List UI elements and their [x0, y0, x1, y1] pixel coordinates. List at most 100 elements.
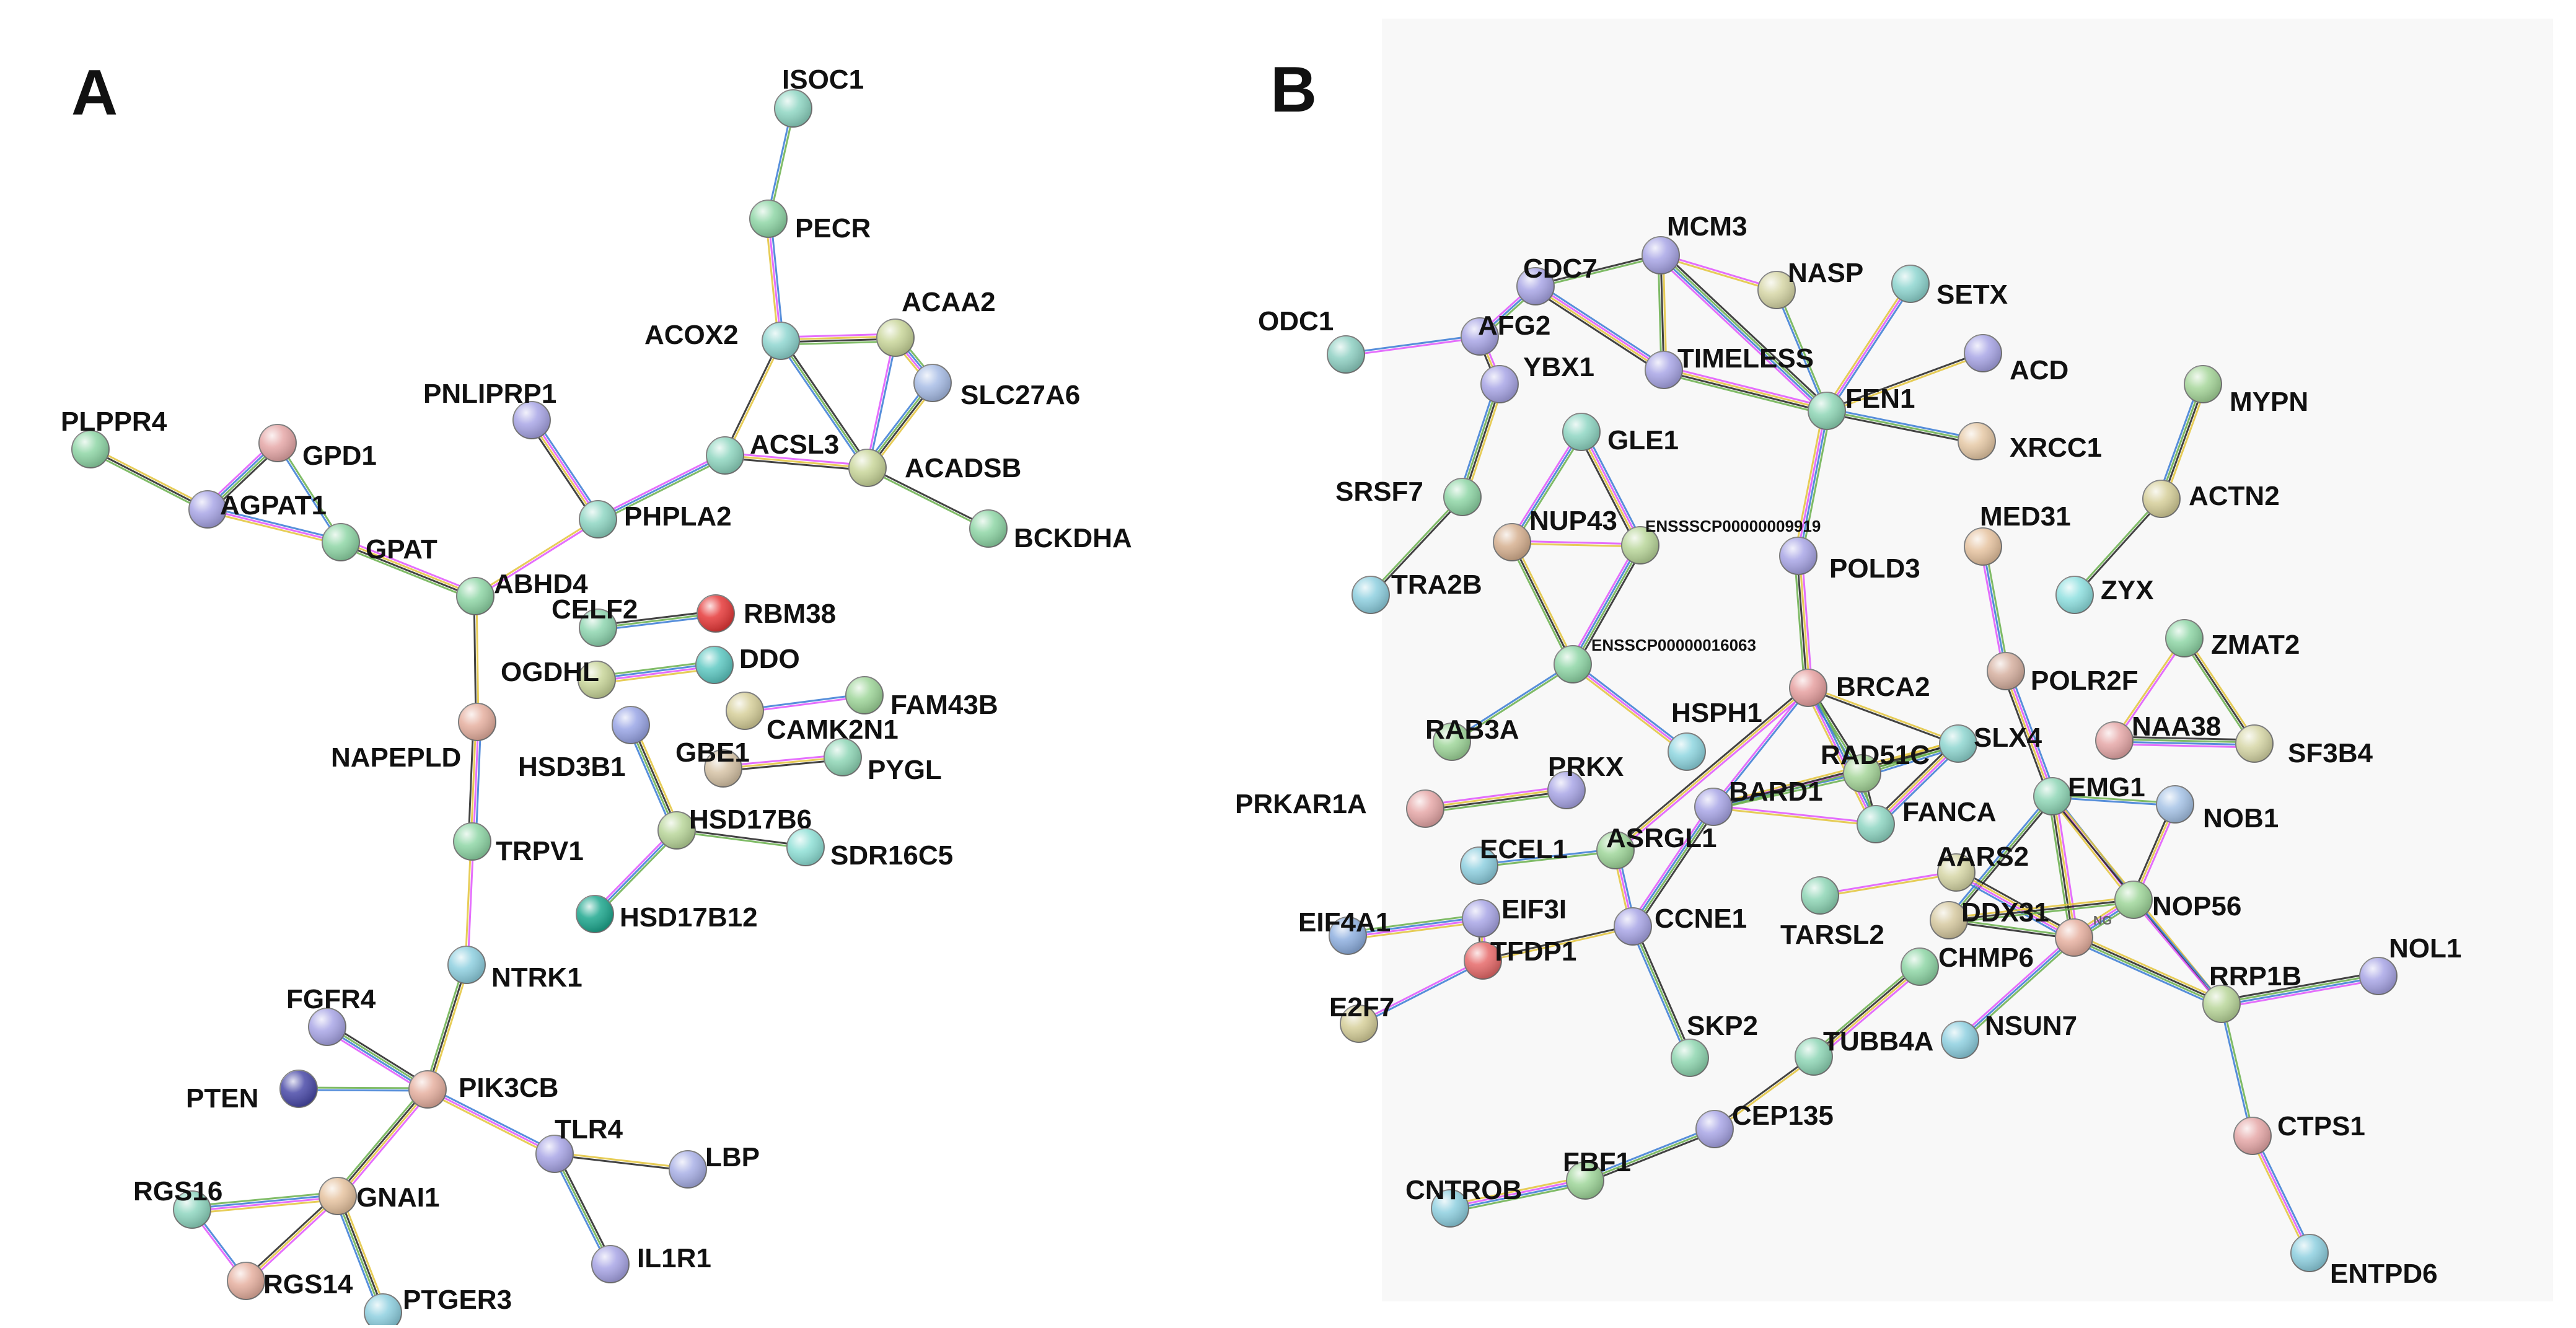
node-BCKDHA[interactable]: BCKDHA — [969, 509, 1132, 553]
node-PRKX[interactable]: PRKX — [1547, 752, 1624, 809]
node-FAM43B[interactable]: FAM43B — [845, 676, 998, 720]
node-EIF3I[interactable]: EIF3I — [1462, 894, 1567, 938]
node-ZMAT2[interactable]: ZMAT2 — [2165, 619, 2300, 660]
node-ACD[interactable]: ACD — [1964, 334, 2068, 385]
node-ECEL1[interactable]: ECEL1 — [1460, 834, 1568, 885]
node-NUP43[interactable]: NUP43 — [1493, 506, 1617, 561]
node-NOB1[interactable]: NOB1 — [2156, 785, 2279, 833]
node-MYPN[interactable]: MYPN — [2184, 365, 2308, 417]
node-SDR16C5[interactable]: SDR16C5 — [786, 828, 953, 871]
node-HSD3B1[interactable]: HSD3B1 — [518, 706, 650, 782]
node-XRCC1[interactable]: XRCC1 — [1958, 422, 2102, 463]
node-GLE1[interactable]: GLE1 — [1562, 413, 1679, 455]
node-NASP[interactable]: NASP — [1757, 258, 1863, 309]
node-CDC7[interactable]: CDC7 — [1516, 253, 1598, 306]
node-AGPAT1[interactable]: AGPAT1 — [188, 490, 327, 529]
node-ACSL3[interactable]: ACSL3 — [706, 429, 839, 475]
node-YBX1[interactable]: YBX1 — [1480, 352, 1594, 403]
node-PRKAR1A[interactable]: PRKAR1A — [1235, 789, 1444, 828]
node-SETX[interactable]: SETX — [1891, 265, 2008, 310]
node-RAB3A[interactable]: RAB3A — [1425, 715, 1519, 761]
node-MCM3[interactable]: MCM3 — [1642, 211, 1747, 275]
node-MED31[interactable]: MED31 — [1964, 501, 2071, 566]
node-OGDHL[interactable]: OGDHL — [501, 657, 616, 699]
node-AFG2[interactable]: AFG2 — [1461, 310, 1550, 356]
node-TUBB4A[interactable]: TUBB4A — [1795, 1026, 1933, 1076]
node-PIK3CB[interactable]: PIK3CB — [408, 1070, 558, 1109]
node-ACOX2[interactable]: ACOX2 — [644, 320, 800, 360]
node-PHPLA2[interactable]: PHPLA2 — [579, 500, 732, 539]
node-CELF2[interactable]: CELF2 — [552, 594, 638, 647]
node-POLR2F[interactable]: POLR2F — [1987, 652, 2139, 696]
node-E2F7[interactable]: E2F7 — [1329, 992, 1394, 1043]
node-TARSL2[interactable]: TARSL2 — [1780, 876, 1884, 950]
node-RBM38[interactable]: RBM38 — [697, 594, 836, 633]
node-PNLIPRP1[interactable]: PNLIPRP1 — [423, 379, 556, 439]
node-ISOC1[interactable]: ISOC1 — [774, 64, 864, 128]
node-DDX31[interactable]: DDX31 — [1930, 897, 2049, 939]
node-TLR4[interactable]: TLR4 — [535, 1114, 623, 1173]
node-AARS2[interactable]: AARS2 — [1936, 842, 2029, 892]
node-ODC1[interactable]: ODC1 — [1258, 306, 1365, 374]
node-CNTROB[interactable]: CNTROB — [1405, 1175, 1522, 1228]
node-SRSF7[interactable]: SRSF7 — [1335, 477, 1482, 516]
node-ABHD4[interactable]: ABHD4 — [456, 569, 588, 615]
node-BRCA2[interactable]: BRCA2 — [1789, 669, 1930, 707]
node-CEP135[interactable]: CEP135 — [1695, 1101, 1834, 1148]
node-EIF4A1[interactable]: EIF4A1 — [1298, 907, 1391, 955]
node-IL1R1[interactable]: IL1R1 — [591, 1243, 711, 1283]
node-SLX4[interactable]: SLX4 — [1939, 723, 2042, 763]
node-ENSSSCP00000009919[interactable]: ENSSSCP00000009919 — [1621, 517, 1821, 565]
node-TFDP1[interactable]: TFDP1 — [1464, 936, 1576, 980]
node-RGS14[interactable]: RGS14 — [227, 1262, 353, 1300]
node-FEN1[interactable]: FEN1 — [1808, 384, 1915, 430]
node-ENSSCP00000016063[interactable]: ENSSCP00000016063 — [1554, 636, 1756, 684]
node-DDO[interactable]: DDO — [695, 644, 800, 684]
node-CTPS1[interactable]: CTPS1 — [2233, 1111, 2365, 1155]
node-NAA38[interactable]: NAA38 — [2095, 711, 2221, 760]
node-NAPEPLD[interactable]: NAPEPLD — [331, 703, 496, 773]
node-FGFR4[interactable]: FGFR4 — [286, 984, 376, 1046]
node-PYGL[interactable]: PYGL — [824, 738, 942, 785]
node-SLC27A6[interactable]: SLC27A6 — [913, 364, 1080, 410]
node-ACTN2[interactable]: ACTN2 — [2142, 480, 2280, 518]
node-GBE1[interactable]: GBE1 — [675, 737, 750, 788]
node-PECR[interactable]: PECR — [749, 200, 871, 244]
node-ENTPD6[interactable]: ENTPD6 — [2290, 1234, 2438, 1289]
node-GPD1[interactable]: GPD1 — [258, 424, 377, 471]
node-ACAA2[interactable]: ACAA2 — [876, 287, 996, 357]
node-LBP[interactable]: LBP — [669, 1142, 760, 1189]
node-POLD3[interactable]: POLD3 — [1779, 537, 1920, 584]
node-NOL1[interactable]: NOL1 — [2359, 933, 2461, 995]
node-BARD1[interactable]: BARD1 — [1694, 776, 1823, 826]
node-TRA2B[interactable]: TRA2B — [1352, 569, 1482, 614]
node-RRP1B[interactable]: RRP1B — [2202, 961, 2301, 1023]
node-FBF1[interactable]: FBF1 — [1563, 1147, 1631, 1200]
node-ZYX[interactable]: ZYX — [2055, 575, 2154, 614]
node-GNAI1[interactable]: GNAI1 — [319, 1177, 439, 1215]
node-PTGER3[interactable]: PTGER3 — [364, 1285, 512, 1328]
node-NSUN7[interactable]: NSUN7 — [1941, 1011, 2077, 1059]
node-NTRK1[interactable]: NTRK1 — [447, 946, 582, 993]
node-TIMELESS[interactable]: TIMELESS — [1645, 343, 1814, 389]
node-ASRGL1[interactable]: ASRGL1 — [1596, 823, 1717, 869]
node-PTEN[interactable]: PTEN — [186, 1070, 318, 1114]
node-RAD51C[interactable]: RAD51C — [1821, 740, 1930, 793]
node-HSD17B6[interactable]: HSD17B6 — [657, 804, 812, 850]
node-FANCA[interactable]: FANCA — [1857, 797, 1997, 843]
node-CCNE1[interactable]: CCNE1 — [1614, 904, 1747, 946]
node-HSD17B12[interactable]: HSD17B12 — [576, 895, 758, 933]
node-HSPH1[interactable]: HSPH1 — [1668, 698, 1762, 771]
node-SKP2[interactable]: SKP2 — [1671, 1011, 1758, 1077]
node-GPAT[interactable]: GPAT — [322, 523, 437, 565]
node-EMG1[interactable]: EMG1 — [2033, 772, 2145, 816]
node-TRPV1[interactable]: TRPV1 — [453, 822, 584, 866]
node-SF3B4[interactable]: SF3B4 — [2235, 724, 2373, 768]
node-CAMK2N1[interactable]: CAMK2N1 — [726, 692, 899, 745]
node-RGS16[interactable]: RGS16 — [133, 1176, 222, 1229]
node-CHMP6[interactable]: CHMP6 — [1901, 943, 2034, 986]
node-NG[interactable]: NG — [2055, 914, 2112, 957]
node-ACADSB[interactable]: ACADSB — [848, 449, 1021, 487]
node-PLPPR4[interactable]: PLPPR4 — [61, 407, 167, 468]
node-NOP56[interactable]: NOP56 — [2114, 881, 2241, 921]
